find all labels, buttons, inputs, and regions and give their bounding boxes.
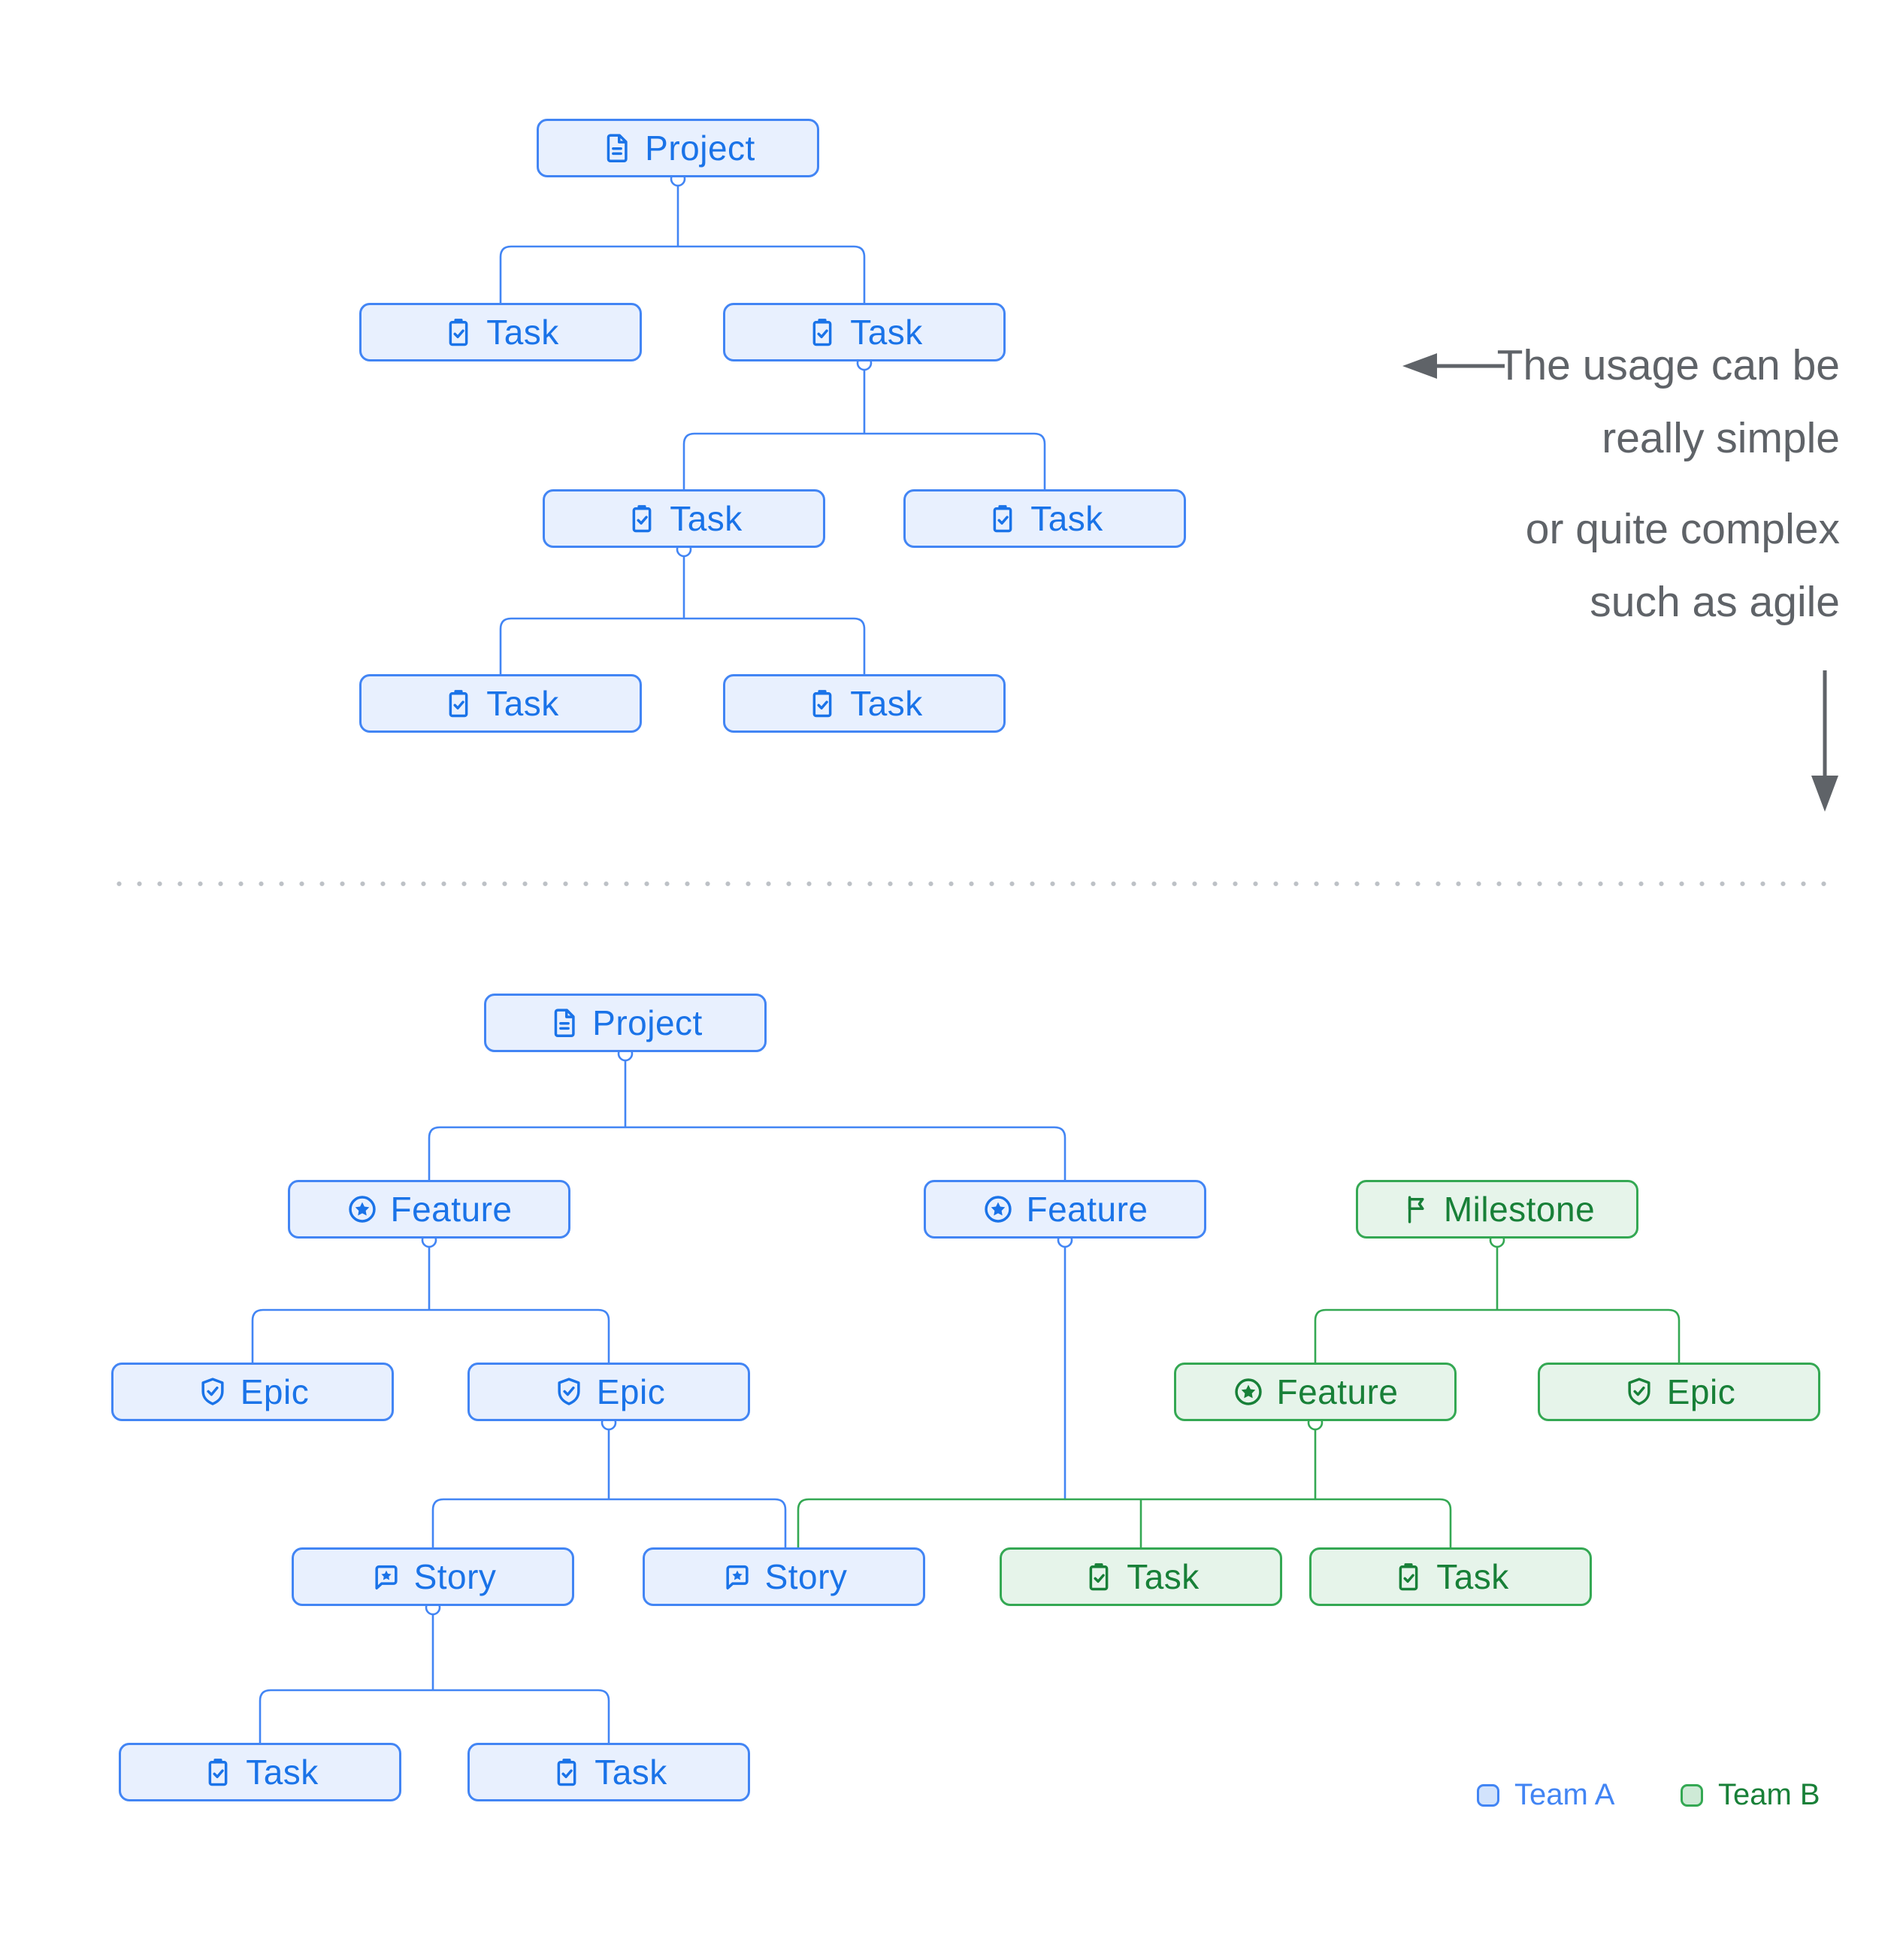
note-complex-line-1: or quite complex: [1525, 505, 1840, 553]
task-checklist-icon: [442, 687, 475, 720]
connector-line: [499, 617, 866, 674]
dotted-divider: [109, 881, 1838, 887]
node-feature-green: Feature: [1174, 1363, 1457, 1421]
node-label: Feature: [1276, 1372, 1399, 1411]
node-label: Task: [594, 1753, 667, 1792]
node-label: Epic: [1666, 1372, 1736, 1411]
node-label: Feature: [1026, 1190, 1148, 1229]
task-checklist-icon: [1082, 1560, 1115, 1593]
task-checklist-icon: [1392, 1560, 1425, 1593]
legend-label-team-b: Team B: [1718, 1778, 1820, 1811]
task-checklist-icon: [442, 316, 475, 349]
connector-line: [428, 1126, 1066, 1180]
node-task-green-1: Task: [1000, 1547, 1282, 1606]
note-simple: The usage can be really simple: [1497, 329, 1840, 475]
feature-star-icon: [1232, 1375, 1265, 1408]
milestone-flag-icon: [1399, 1193, 1433, 1226]
connector-line: [431, 1498, 787, 1547]
node-milestone: Milestone: [1356, 1180, 1638, 1239]
node-task-5: Task: [359, 674, 642, 733]
connector-line: [251, 1308, 610, 1363]
node-label: Epic: [240, 1372, 310, 1411]
story-bubble-icon: [370, 1560, 403, 1593]
node-label: Task: [246, 1753, 319, 1792]
team-a-swatch-icon: [1477, 1783, 1499, 1807]
node-label: Task: [486, 313, 559, 352]
node-task-mid: Task: [467, 1743, 750, 1801]
connector-line: [1314, 1308, 1681, 1363]
epic-shield-icon: [196, 1375, 229, 1408]
down-arrow-head-icon: [1811, 776, 1838, 812]
node-task-left: Task: [119, 1743, 401, 1801]
node-epic-mid: Epic: [467, 1363, 750, 1421]
node-label: Task: [1436, 1557, 1509, 1596]
epic-shield-icon: [1623, 1375, 1656, 1408]
connector-line: [682, 432, 1046, 489]
node-epic-left: Epic: [111, 1363, 394, 1421]
note-complex: or quite complex such as agile: [1526, 493, 1840, 639]
connector-line: [499, 245, 866, 303]
node-label: Feature: [390, 1190, 513, 1229]
node-task-1: Task: [359, 303, 642, 361]
node-label: Task: [850, 684, 923, 723]
feature-star-icon: [982, 1193, 1015, 1226]
epic-shield-icon: [552, 1375, 585, 1408]
task-checklist-icon: [201, 1756, 234, 1789]
node-label: Milestone: [1443, 1190, 1596, 1229]
legend-item-team-a: Team A: [1477, 1778, 1614, 1812]
note-complex-line-2: such as agile: [1590, 578, 1840, 626]
team-b-swatch-icon: [1681, 1783, 1703, 1807]
note-simple-line-1: The usage can be: [1496, 341, 1840, 389]
node-label: Task: [850, 313, 923, 352]
connector-line: [259, 1689, 610, 1743]
document-icon: [548, 1006, 581, 1039]
node-label: Project: [645, 129, 755, 168]
task-checklist-icon: [550, 1756, 583, 1789]
node-label: Epic: [596, 1372, 666, 1411]
legend-label-team-a: Team A: [1514, 1778, 1615, 1811]
task-checklist-icon: [806, 316, 839, 349]
feature-star-icon: [346, 1193, 379, 1226]
node-story-left: Story: [292, 1547, 574, 1606]
node-task-green-2: Task: [1309, 1547, 1592, 1606]
node-label: Story: [764, 1557, 848, 1596]
node-label: Story: [413, 1557, 497, 1596]
story-bubble-icon: [721, 1560, 754, 1593]
note-simple-line-2: really simple: [1602, 414, 1840, 462]
node-epic-green: Epic: [1538, 1363, 1820, 1421]
legend-item-team-b: Team B: [1681, 1778, 1820, 1812]
node-feature-left: Feature: [288, 1180, 570, 1239]
node-task-4: Task: [903, 489, 1186, 548]
node-task-6: Task: [723, 674, 1006, 733]
task-checklist-icon: [986, 502, 1019, 535]
node-label: Task: [670, 499, 743, 538]
task-checklist-icon: [625, 502, 658, 535]
node-project: Project: [537, 119, 819, 177]
node-project: Project: [484, 994, 767, 1052]
node-feature-right: Feature: [924, 1180, 1206, 1239]
node-label: Task: [1127, 1557, 1200, 1596]
node-task-3: Task: [543, 489, 825, 548]
node-task-2: Task: [723, 303, 1006, 361]
node-label: Project: [592, 1003, 703, 1042]
node-label: Task: [1030, 499, 1103, 538]
connector-line: [797, 1498, 1452, 1547]
document-icon: [601, 132, 634, 165]
left-arrow-head-icon: [1402, 353, 1437, 379]
node-label: Task: [486, 684, 559, 723]
task-checklist-icon: [806, 687, 839, 720]
node-story-right: Story: [643, 1547, 925, 1606]
